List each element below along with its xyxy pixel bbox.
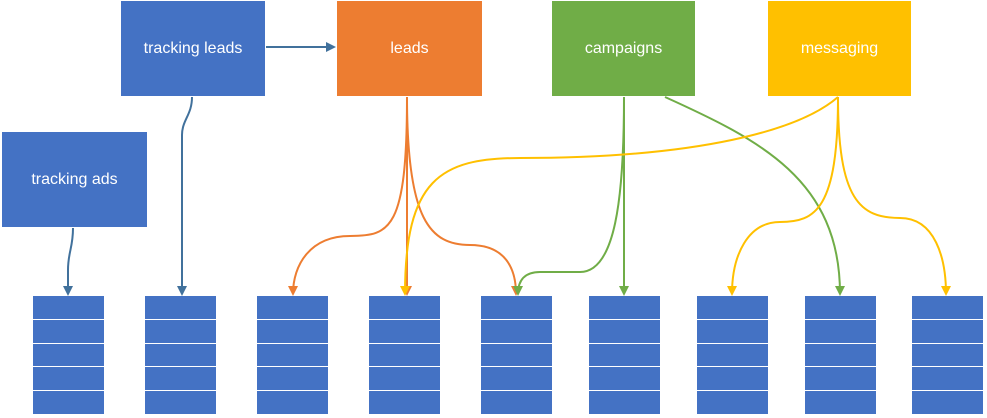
table-row <box>145 391 216 414</box>
edge-messaging-to-table-4 <box>400 96 839 296</box>
table-row <box>589 391 660 414</box>
edge-campaigns-to-table-8 <box>664 96 845 296</box>
table-row <box>805 296 876 320</box>
table-row <box>145 319 216 344</box>
table-1 <box>33 296 104 414</box>
table-5 <box>481 296 552 414</box>
table-row <box>589 296 660 320</box>
edge-messaging-to-table-7 <box>727 96 839 296</box>
table-row <box>257 296 328 320</box>
table-row <box>589 367 660 392</box>
table-row <box>369 296 440 320</box>
leads-label: leads <box>390 39 429 57</box>
table-row <box>481 367 552 392</box>
table-row <box>257 391 328 414</box>
edge-messaging-to-table-9 <box>837 96 951 296</box>
table-row <box>257 319 328 344</box>
table-row <box>912 367 983 392</box>
table-row <box>589 319 660 344</box>
messaging-label: messaging <box>800 39 879 57</box>
table-row <box>369 319 440 344</box>
table-row <box>145 343 216 368</box>
table-4 <box>369 296 440 414</box>
edge-leads-to-table-3 <box>288 96 408 296</box>
leads-node: leads <box>337 1 482 96</box>
table-row <box>805 319 876 344</box>
table-row <box>912 296 983 320</box>
table-3 <box>257 296 328 414</box>
table-7 <box>697 296 768 414</box>
table-row <box>912 391 983 414</box>
table-row <box>481 296 552 320</box>
table-row <box>33 319 104 344</box>
table-row <box>33 343 104 368</box>
edge-tracking-leads-to-table-2 <box>177 96 193 296</box>
tracking-ads-label: tracking ads <box>31 170 118 188</box>
table-row <box>33 367 104 392</box>
edge-campaigns-to-table-5 <box>513 96 625 296</box>
table-row <box>912 319 983 344</box>
table-row <box>589 343 660 368</box>
table-row <box>481 391 552 414</box>
tracking-ads-node: tracking ads <box>2 132 147 227</box>
table-row <box>145 296 216 320</box>
table-row <box>912 343 983 368</box>
table-row <box>481 343 552 368</box>
table-row <box>697 319 768 344</box>
edge-leads-to-table-5 <box>406 96 521 296</box>
table-9 <box>912 296 983 414</box>
table-row <box>481 319 552 344</box>
campaigns-node: campaigns <box>552 1 695 96</box>
table-row <box>805 367 876 392</box>
table-row <box>33 391 104 414</box>
table-row <box>805 391 876 414</box>
table-row <box>697 343 768 368</box>
table-row <box>805 343 876 368</box>
table-row <box>369 343 440 368</box>
table-row <box>257 343 328 368</box>
table-8 <box>805 296 876 414</box>
campaigns-label: campaigns <box>584 39 663 57</box>
table-2 <box>145 296 216 414</box>
tracking-leads-label: tracking leads <box>143 39 243 57</box>
table-row <box>257 367 328 392</box>
table-row <box>369 391 440 414</box>
tracking-leads-node: tracking leads <box>121 1 265 96</box>
table-6 <box>589 296 660 414</box>
table-row <box>145 367 216 392</box>
table-row <box>33 296 104 320</box>
table-row <box>697 391 768 414</box>
table-row <box>369 367 440 392</box>
table-row <box>697 296 768 320</box>
messaging-node: messaging <box>768 1 911 96</box>
table-row <box>697 367 768 392</box>
edge-tracking-ads-to-table-1 <box>63 227 74 296</box>
